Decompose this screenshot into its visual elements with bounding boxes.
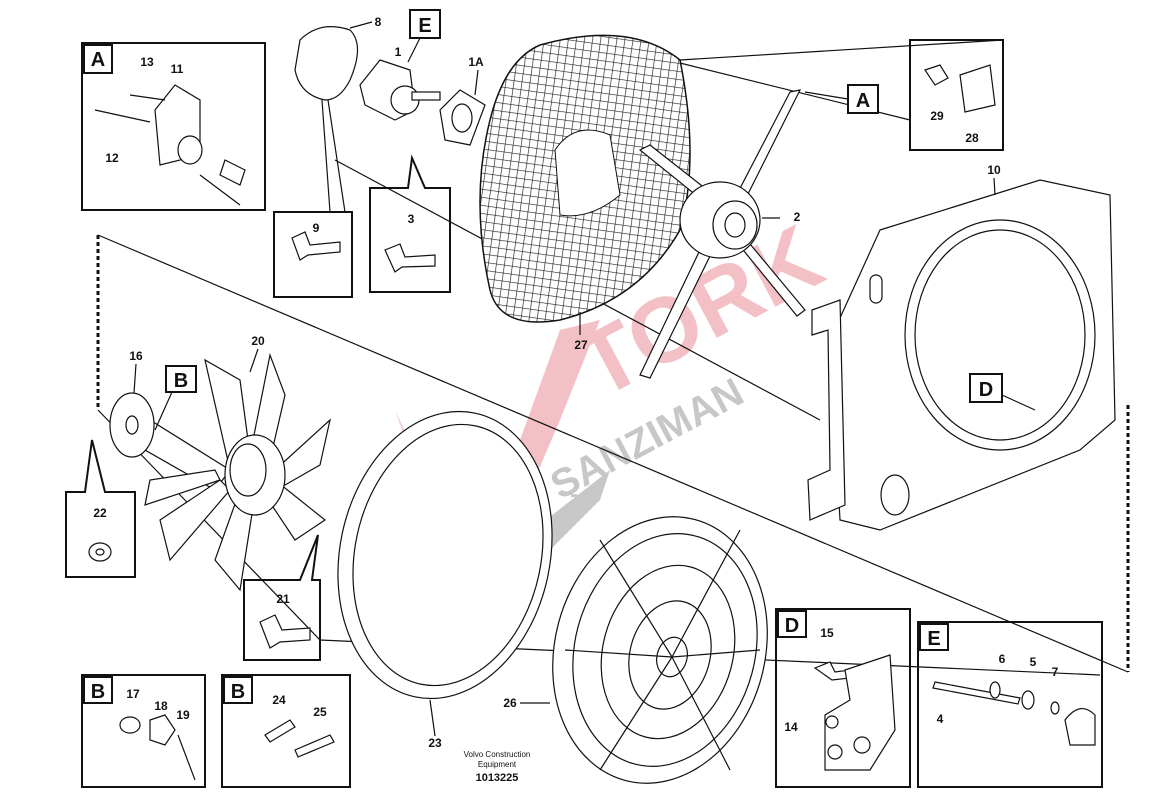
svg-text:2: 2 bbox=[794, 210, 801, 224]
svg-text:20: 20 bbox=[251, 334, 265, 348]
svg-text:E: E bbox=[418, 15, 431, 37]
svg-text:A: A bbox=[856, 90, 870, 112]
company-line-1: Volvo Construction bbox=[464, 750, 531, 759]
svg-text:23: 23 bbox=[428, 736, 442, 750]
svg-text:24: 24 bbox=[272, 693, 286, 707]
drawing-number: 1013225 bbox=[476, 772, 519, 784]
svg-text:17: 17 bbox=[126, 687, 140, 701]
callout-a-top-left: A 13 11 12 bbox=[81, 42, 266, 211]
callout-b-bottom-2: B 24 25 bbox=[221, 674, 351, 788]
svg-text:28: 28 bbox=[965, 131, 979, 145]
svg-text:29: 29 bbox=[930, 109, 944, 123]
svg-text:10: 10 bbox=[987, 163, 1001, 177]
callout-d-mid: D bbox=[969, 373, 1036, 411]
callout-box-22: 22 bbox=[65, 439, 136, 578]
svg-text:11: 11 bbox=[171, 62, 184, 76]
svg-text:8: 8 bbox=[375, 15, 382, 29]
callout-b-mid: B bbox=[154, 365, 197, 431]
callout-box-9: 9 bbox=[273, 99, 353, 298]
svg-text:E: E bbox=[927, 628, 940, 650]
gasket-1a bbox=[439, 89, 486, 146]
fan-guard-26 bbox=[552, 516, 768, 784]
cover-plate-8 bbox=[294, 26, 359, 101]
ring-23 bbox=[337, 410, 553, 700]
part-labels: 10 2 27 16 20 23 26 bbox=[129, 163, 1001, 750]
svg-text:D: D bbox=[979, 379, 993, 401]
grille-disc-27 bbox=[479, 34, 691, 323]
svg-text:B: B bbox=[231, 681, 245, 703]
callout-e-bottom: E 6 5 7 4 bbox=[917, 621, 1103, 788]
svg-text:25: 25 bbox=[313, 705, 327, 719]
svg-text:21: 21 bbox=[276, 592, 290, 606]
svg-text:13: 13 bbox=[140, 55, 154, 69]
svg-text:5: 5 bbox=[1030, 655, 1037, 669]
svg-text:1A: 1A bbox=[468, 55, 484, 69]
footer: Volvo Construction Equipment 1013225 bbox=[464, 750, 531, 784]
fan-20 bbox=[144, 352, 331, 592]
svg-text:3: 3 bbox=[408, 212, 415, 226]
fan-shroud-10 bbox=[807, 179, 1116, 531]
svg-text:22: 22 bbox=[93, 506, 107, 520]
callout-box-21: 21 bbox=[243, 534, 321, 661]
svg-text:27: 27 bbox=[574, 338, 588, 352]
callout-box-3: 3 bbox=[369, 154, 451, 293]
svg-text:6: 6 bbox=[999, 652, 1006, 666]
svg-text:7: 7 bbox=[1052, 665, 1059, 679]
svg-text:B: B bbox=[174, 370, 188, 392]
svg-text:26: 26 bbox=[503, 696, 517, 710]
svg-text:4: 4 bbox=[937, 712, 944, 726]
callout-box-29-28: 29 28 bbox=[909, 39, 1004, 151]
svg-text:18: 18 bbox=[154, 699, 168, 713]
svg-text:A: A bbox=[91, 49, 105, 71]
svg-text:19: 19 bbox=[176, 708, 190, 722]
svg-text:B: B bbox=[91, 681, 105, 703]
fan-drive-1 bbox=[359, 59, 441, 121]
fan-hub-2 bbox=[638, 89, 806, 379]
company-line-2: Equipment bbox=[478, 760, 517, 769]
svg-text:12: 12 bbox=[105, 151, 119, 165]
spacer-16 bbox=[109, 392, 155, 458]
callout-a-right: A bbox=[804, 84, 879, 114]
svg-text:9: 9 bbox=[313, 221, 320, 235]
svg-text:D: D bbox=[785, 615, 799, 637]
callout-e-top: E 8 1 1A bbox=[349, 9, 484, 96]
svg-text:16: 16 bbox=[129, 349, 143, 363]
callout-b-bottom-1: B 17 18 19 bbox=[81, 674, 206, 788]
svg-text:14: 14 bbox=[784, 720, 798, 734]
callout-d-bottom: D 15 14 bbox=[775, 608, 911, 788]
svg-text:15: 15 bbox=[820, 626, 834, 640]
svg-text:1: 1 bbox=[395, 45, 402, 59]
